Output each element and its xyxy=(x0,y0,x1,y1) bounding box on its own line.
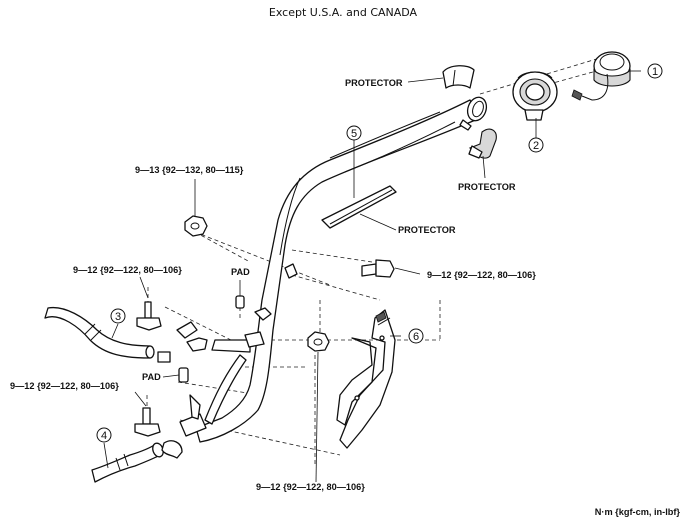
part-number-3: 3 xyxy=(115,311,121,323)
part-6-callout: 6 xyxy=(408,328,424,344)
part-number-6: 6 xyxy=(413,331,419,343)
pad-label-lower: PAD xyxy=(142,372,161,382)
nut-center xyxy=(307,331,330,352)
filler-pipe xyxy=(179,96,488,443)
filler-housing xyxy=(512,71,558,121)
torque-label-left-lower: 9—12 {92—122, 80—106} xyxy=(10,381,119,391)
torque-label-left-upper: 9—12 {92—122, 80—106} xyxy=(73,265,182,275)
part-number-4: 4 xyxy=(101,430,107,442)
bolt-lower-left xyxy=(134,407,161,437)
bolt-upper-left xyxy=(136,301,162,331)
diagram-title: Except U.S.A. and CANADA xyxy=(268,6,418,19)
filler-hose xyxy=(91,442,164,483)
protector-label-right: PROTECTOR xyxy=(458,182,516,192)
protector-top-part xyxy=(442,65,475,89)
protector-right-part xyxy=(468,128,497,159)
hose-clamps xyxy=(157,321,201,459)
breather-hose xyxy=(44,306,155,359)
part-4-callout: 4 xyxy=(96,427,112,443)
part-2-callout: 2 xyxy=(528,137,544,153)
alignment-lines xyxy=(146,57,601,465)
torque-label-bottom: 9—12 {92—122, 80—106} xyxy=(256,482,365,492)
pad-label-upper: PAD xyxy=(231,267,250,277)
part-1-callout: 1 xyxy=(647,63,663,79)
part-number-2: 2 xyxy=(533,140,539,152)
torque-label-top: 9—13 {92—132, 80—115} xyxy=(135,165,244,175)
bolt-right xyxy=(361,259,395,278)
torque-units-label: N·m {kgf-cm, in-lbf} xyxy=(595,507,681,517)
part-5-callout: 5 xyxy=(346,125,362,141)
part-number-1: 1 xyxy=(652,66,658,78)
protector-label-top: PROTECTOR xyxy=(345,78,403,88)
torque-label-right: 9—12 {92—122, 80—106} xyxy=(427,270,536,280)
part-3-callout: 3 xyxy=(110,308,126,324)
fuel-cap xyxy=(571,51,631,101)
protector-label-mid: PROTECTOR xyxy=(398,225,456,235)
pad-parts xyxy=(178,295,245,383)
leader-lines xyxy=(103,70,641,483)
nut-top xyxy=(184,215,208,237)
part-number-5: 5 xyxy=(351,128,357,140)
protector-mid-part xyxy=(321,185,397,229)
splash-shield xyxy=(336,309,396,449)
